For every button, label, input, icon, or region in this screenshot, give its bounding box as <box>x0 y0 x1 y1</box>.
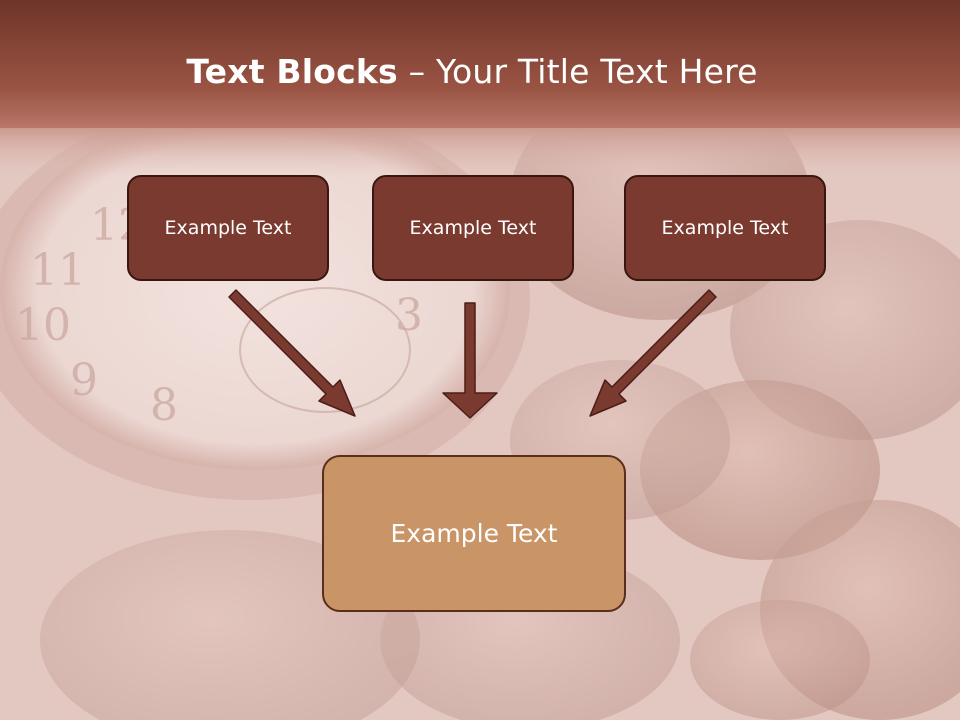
title-rest-part: – Your Title Text Here <box>397 52 758 91</box>
text-block-3-label: Example Text <box>661 217 789 239</box>
arrow-right <box>589 289 717 417</box>
target-text-block[interactable]: Example Text <box>322 455 626 612</box>
text-block-2[interactable]: Example Text <box>372 175 574 281</box>
svg-text:10: 10 <box>15 300 71 351</box>
target-text-block-label: Example Text <box>390 519 558 548</box>
title-bold-part: Text Blocks <box>186 52 398 91</box>
slide-title: Text Blocks – Your Title Text Here <box>0 52 944 91</box>
arrow-center <box>442 302 498 419</box>
arrow-left <box>228 289 356 417</box>
text-block-2-label: Example Text <box>409 217 537 239</box>
text-block-3[interactable]: Example Text <box>624 175 826 281</box>
svg-text:11: 11 <box>30 245 86 296</box>
text-block-1-label: Example Text <box>164 217 292 239</box>
svg-text:9: 9 <box>70 355 98 406</box>
svg-text:3: 3 <box>395 290 423 341</box>
text-block-1[interactable]: Example Text <box>127 175 329 281</box>
svg-text:8: 8 <box>150 380 178 431</box>
